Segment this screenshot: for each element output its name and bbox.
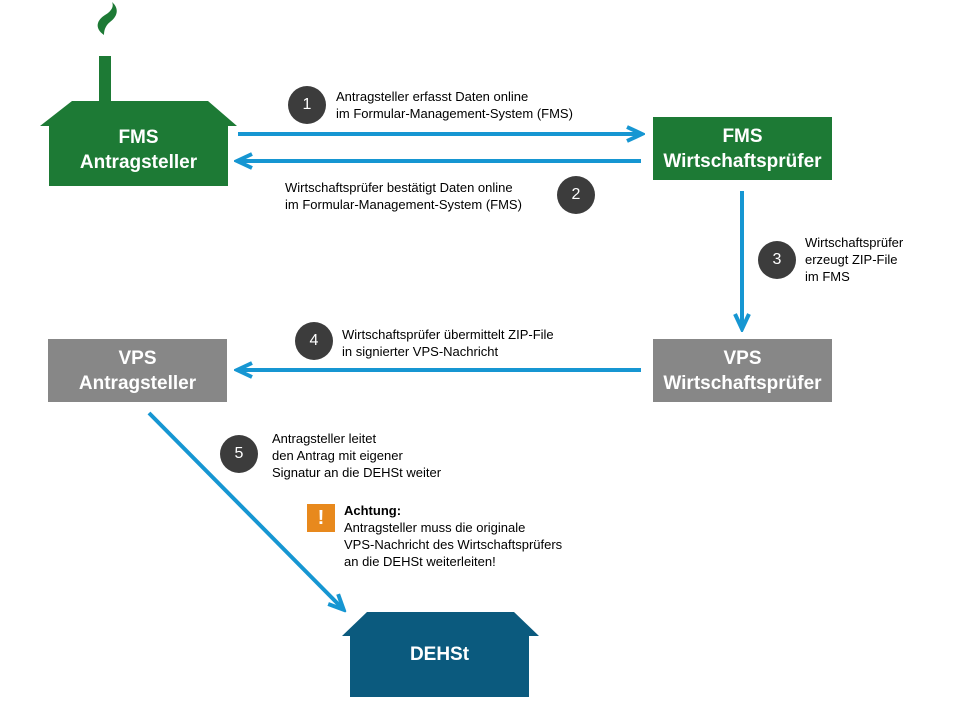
step-5-line2: den Antrag mit eigener xyxy=(272,448,403,463)
vps-wirtschaftspruefer-line1: VPS xyxy=(723,347,762,369)
step-4-line1: Wirtschaftsprüfer übermittelt ZIP-File xyxy=(342,327,554,342)
fms-wirtschaftspruefer-line2: Wirtschaftsprüfer xyxy=(663,150,822,172)
vps-antragsteller-line2: Antragsteller xyxy=(78,372,197,394)
step-3-line2: erzeugt ZIP-File xyxy=(805,252,898,267)
warning-line3: an die DEHSt weiterleiten! xyxy=(344,554,496,569)
dehst-label-text: DEHSt xyxy=(409,643,470,665)
step-1-badge: 1 xyxy=(288,86,326,124)
vps-antragsteller-label: VPS Antragsteller xyxy=(48,339,227,402)
step-2-badge: 2 xyxy=(557,176,595,214)
flame-icon xyxy=(97,2,117,35)
step-1-line1: Antragsteller erfasst Daten online xyxy=(336,89,529,104)
vps-antragsteller-line1: VPS xyxy=(118,347,157,369)
step-3-line1: Wirtschaftsprüfer xyxy=(805,235,904,250)
warning-text: Achtung: Antragsteller muss die original… xyxy=(344,502,562,570)
node-fms-antragsteller xyxy=(40,101,237,186)
vps-wirtschaftspruefer-label: VPS Wirtschaftsprüfer xyxy=(653,339,832,402)
vps-wirtschaftspruefer-line2: Wirtschaftsprüfer xyxy=(663,372,822,394)
fms-wirtschaftspruefer-label: FMS Wirtschaftsprüfer xyxy=(653,117,832,180)
exclamation-icon: ! xyxy=(307,504,335,532)
step-2-text: Wirtschaftsprüfer bestätigt Daten online… xyxy=(285,179,522,213)
dehst-label: DEHSt xyxy=(350,636,529,672)
step-5-line3: Signatur an die DEHSt weiter xyxy=(272,465,442,480)
factory-shape xyxy=(40,2,237,186)
step-3-line3: im FMS xyxy=(805,269,850,284)
warning-line2: VPS-Nachricht des Wirtschaftsprüfers xyxy=(344,537,563,552)
step-4-badge: 4 xyxy=(295,322,333,360)
step-2-line1: Wirtschaftsprüfer bestätigt Daten online xyxy=(285,180,513,195)
node-fms-wirtschaftspruefer xyxy=(653,117,832,180)
warning-line1: Antragsteller muss die originale xyxy=(344,520,526,535)
step-3-text: Wirtschaftsprüfer erzeugt ZIP-File im FM… xyxy=(805,234,903,285)
step-2-line2: im Formular-Management-System (FMS) xyxy=(285,197,522,212)
step-4-text: Wirtschaftsprüfer übermittelt ZIP-File i… xyxy=(342,326,554,360)
step-5-badge: 5 xyxy=(220,435,258,473)
fms-antragsteller-line1: FMS xyxy=(118,127,159,148)
node-vps-antragsteller xyxy=(48,339,227,402)
fms-wirtschaftspruefer-line1: FMS xyxy=(722,125,763,147)
step-3-badge: 3 xyxy=(758,241,796,279)
arrow-step-5 xyxy=(147,411,343,609)
step-5-line1: Antragsteller leitet xyxy=(272,431,377,446)
step-4-line2: in signierter VPS-Nachricht xyxy=(342,344,499,359)
node-vps-wirtschaftspruefer xyxy=(653,339,832,402)
step-1-text: Antragsteller erfasst Daten online im Fo… xyxy=(336,88,573,122)
node-dehst xyxy=(342,612,539,697)
step-1-line2: im Formular-Management-System (FMS) xyxy=(336,106,573,121)
warning-title: Achtung: xyxy=(344,503,402,518)
fms-antragsteller-line2: Antragsteller xyxy=(79,152,198,173)
step-5-text: Antragsteller leitet den Antrag mit eige… xyxy=(272,430,441,481)
chimney xyxy=(99,56,111,102)
fms-antragsteller-label: FMS Antragsteller xyxy=(49,120,228,180)
